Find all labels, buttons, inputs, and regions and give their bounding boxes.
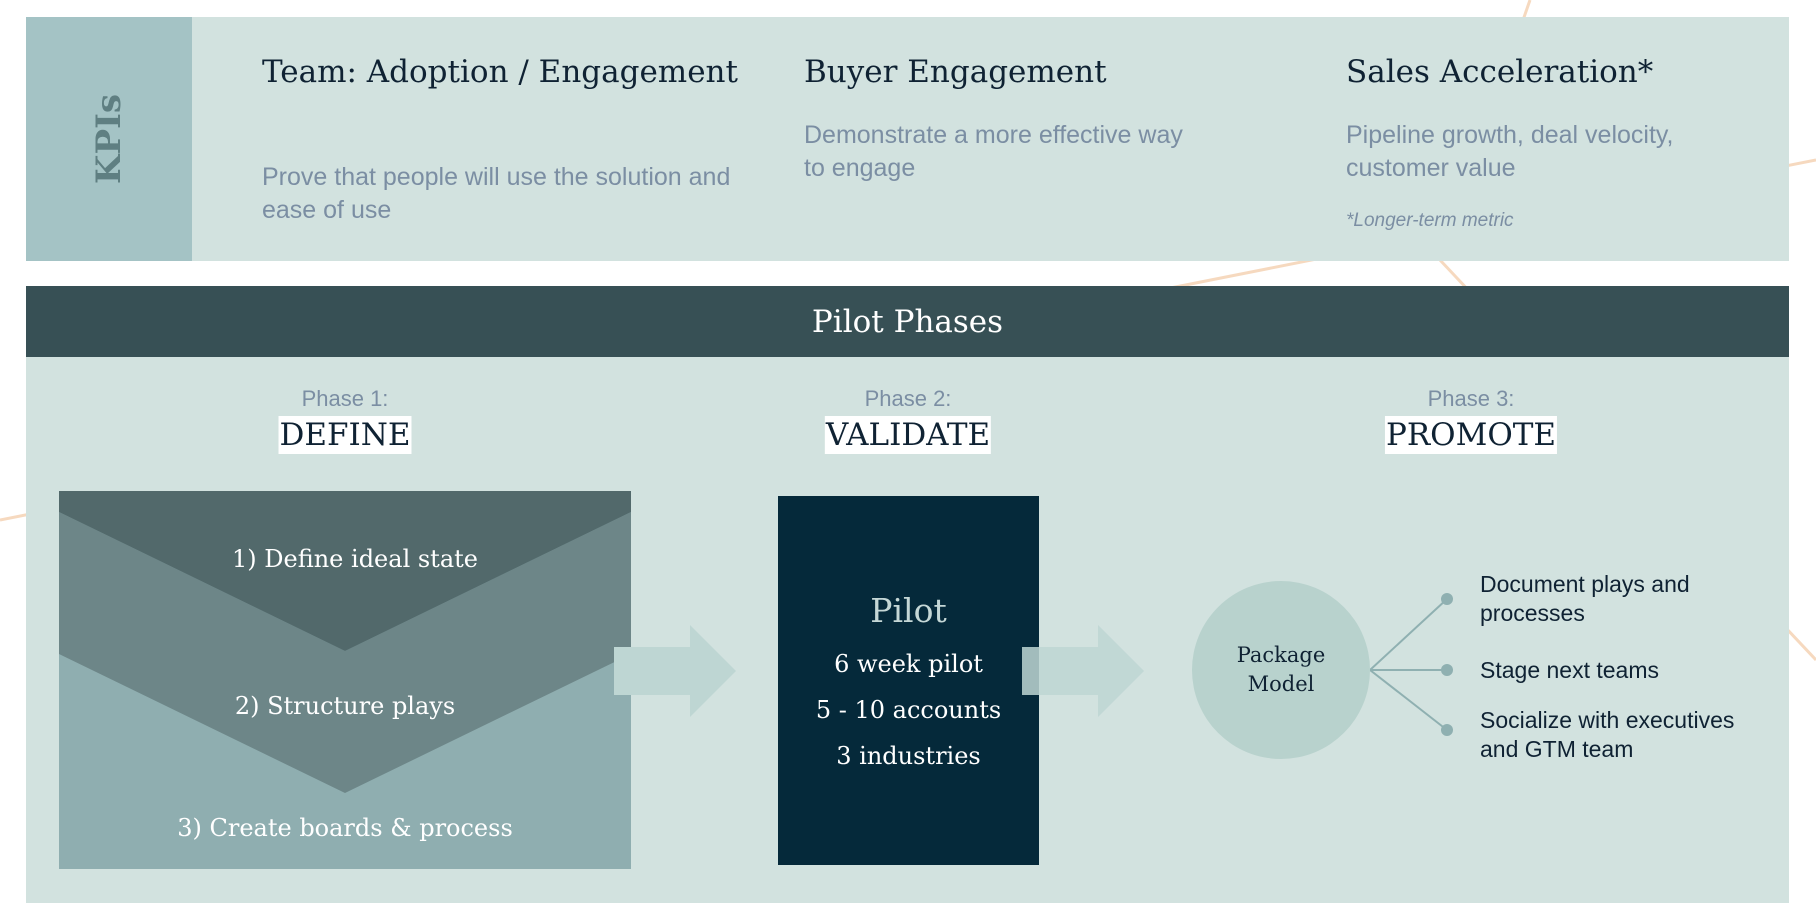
output-socialize: Socialize with executives and GTM team <box>1480 707 1735 762</box>
phase-1-title: DEFINE <box>278 416 412 454</box>
pilot-box: Pilot 6 week pilot 5 - 10 accounts 3 ind… <box>778 496 1039 865</box>
package-model-circle: Package Model <box>1192 581 1370 759</box>
kpi-title-sales: Sales Acceleration* <box>1346 54 1654 90</box>
kpi-note-sales: *Longer-term metric <box>1346 210 1514 231</box>
phase-2-title: VALIDATE <box>824 416 992 454</box>
pilot-phases-header: Pilot Phases <box>26 286 1789 357</box>
define-step-1: 1) Define ideal state <box>232 545 478 573</box>
output-stage-teams: Stage next teams <box>1480 657 1659 683</box>
define-step-3: 3) Create boards & process <box>177 814 513 842</box>
pilot-line-duration: 6 week pilot <box>834 650 983 678</box>
kpi-panel <box>26 17 1789 261</box>
kpi-title-adoption: Team: Adoption / Engagement <box>262 54 738 90</box>
define-chevron-stack <box>59 491 631 869</box>
output-document-plays: Document plays and processes <box>1480 571 1690 626</box>
arrow-right-icon <box>1022 625 1144 717</box>
pilot-line-industries: 3 industries <box>836 742 981 770</box>
pilot-line-accounts: 5 - 10 accounts <box>815 696 1002 724</box>
define-step-2: 2) Structure plays <box>234 692 456 720</box>
kpi-desc-sales: Pipeline growth, deal velocity, customer… <box>1346 121 1674 182</box>
phase-1-number: Phase 1: <box>301 386 389 411</box>
kpi-label: KPIs <box>89 93 129 185</box>
phase-2-number: Phase 2: <box>864 386 952 411</box>
kpi-desc-buyer: Demonstrate a more effective way to enga… <box>804 121 1183 182</box>
package-model-label: Package Model <box>1236 643 1326 696</box>
pilot-title: Pilot <box>870 591 947 630</box>
connector-lines <box>1370 593 1453 736</box>
pilot-phases-title: Pilot Phases <box>811 303 1004 340</box>
kpi-desc-adoption: Prove that people will use the solution … <box>262 163 731 224</box>
phase-3-title: PROMOTE <box>1384 416 1558 454</box>
kpi-label-column <box>26 17 192 261</box>
kpi-title-buyer: Buyer Engagement <box>804 54 1107 90</box>
arrow-right-icon <box>614 625 736 717</box>
phase-3-number: Phase 3: <box>1427 386 1515 411</box>
